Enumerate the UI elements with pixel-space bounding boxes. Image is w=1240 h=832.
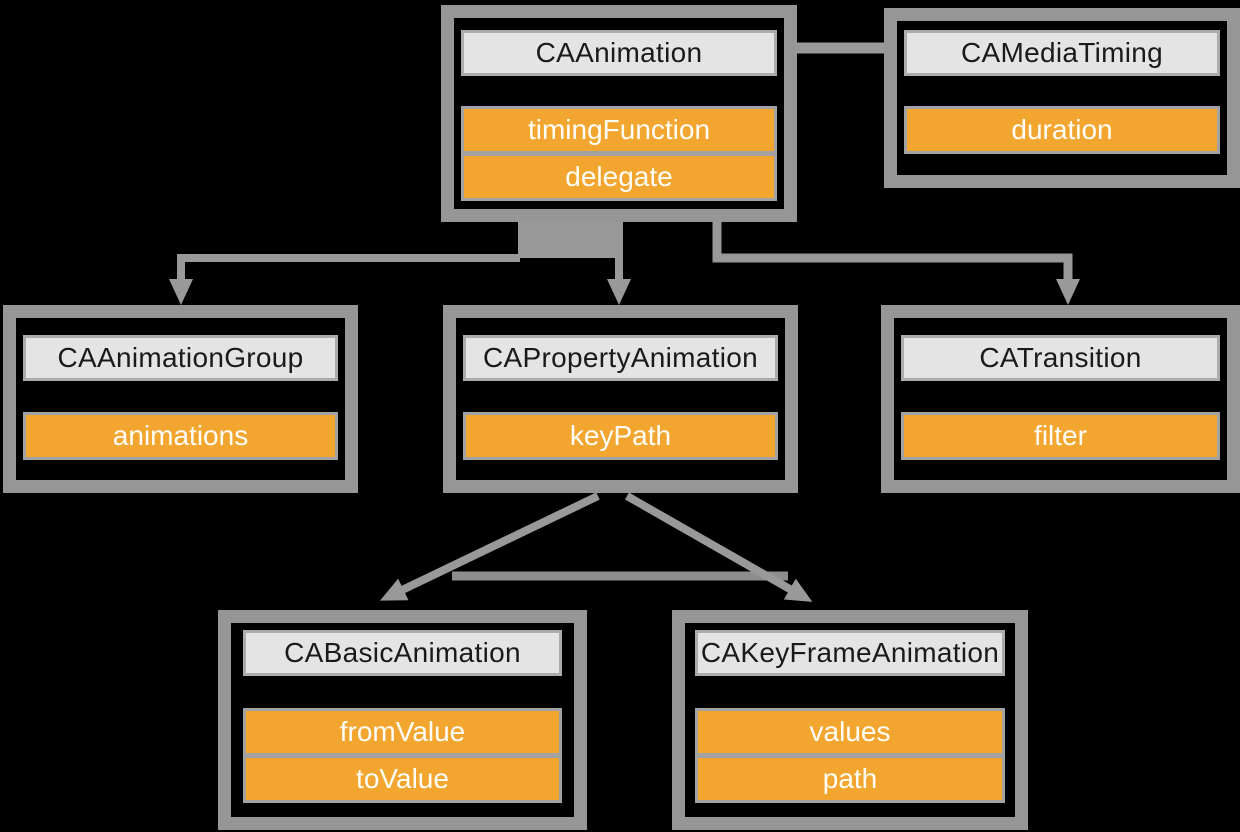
property-group: timingFunction delegate (461, 106, 777, 201)
property-row: toValue (246, 758, 559, 800)
inheritance-arrow-catransition (712, 222, 1080, 305)
property-row: animations (26, 415, 335, 457)
property-group: animations (23, 412, 338, 460)
class-box-catransition: CATransition filter (881, 305, 1240, 493)
connector-trunk (518, 222, 623, 258)
class-box-caanimation: CAAnimation timingFunction delegate (441, 5, 797, 222)
property-row: delegate (464, 156, 774, 198)
property-group: values path (695, 708, 1005, 803)
class-title: CAKeyFrameAnimation (695, 630, 1005, 676)
property-group: duration (904, 106, 1220, 154)
class-title: CABasicAnimation (243, 630, 562, 676)
inheritance-arrow-cakeyframeanimation (625, 492, 813, 602)
class-box-cabasicanimation: CABasicAnimation fromValue toValue (218, 610, 587, 830)
property-row: keyPath (466, 415, 775, 457)
class-title: CAAnimationGroup (23, 335, 338, 381)
property-row: path (698, 758, 1002, 800)
inheritance-arrow-caanimationgroup (169, 254, 520, 305)
property-row: timingFunction (464, 109, 774, 151)
class-title: CAPropertyAnimation (463, 335, 778, 381)
class-title: CAMediaTiming (904, 30, 1220, 76)
property-group: keyPath (463, 412, 778, 460)
property-row: fromValue (246, 711, 559, 753)
class-title: CAAnimation (461, 30, 777, 76)
property-group: fromValue toValue (243, 708, 562, 803)
inheritance-arrow-cabasicanimation (379, 492, 600, 601)
property-row: duration (907, 109, 1217, 151)
property-row: values (698, 711, 1002, 753)
class-box-capropertyanimation: CAPropertyAnimation keyPath (443, 305, 798, 493)
class-box-camediatiming: CAMediaTiming duration (884, 8, 1240, 188)
class-title: CATransition (901, 335, 1220, 381)
property-group: filter (901, 412, 1220, 460)
property-row: filter (904, 415, 1217, 457)
class-box-cakeyframeanimation: CAKeyFrameAnimation values path (672, 610, 1028, 830)
class-box-caanimationgroup: CAAnimationGroup animations (3, 305, 358, 493)
